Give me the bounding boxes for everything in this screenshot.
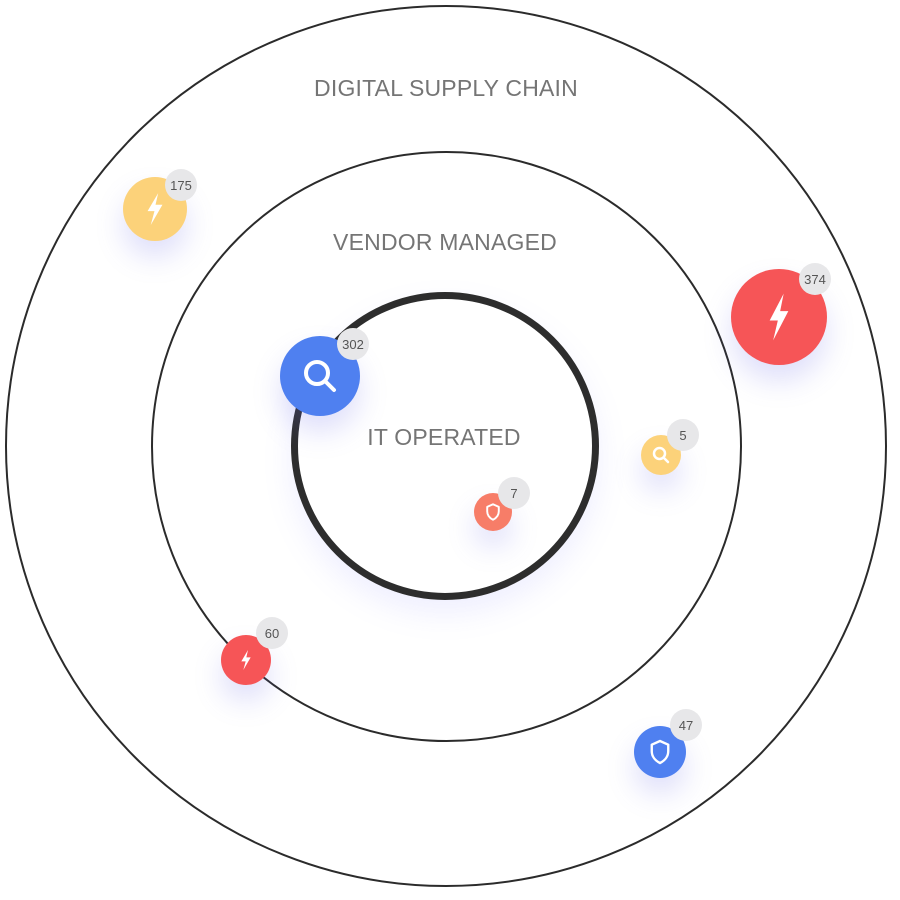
search-icon [304, 360, 336, 392]
ring-label-vendor-managed: VENDOR MANAGED [333, 229, 557, 255]
count-badge: 47 [670, 709, 702, 741]
search-icon [652, 446, 670, 464]
ring-digital-supply-chain [5, 5, 887, 887]
count-badge: 302 [337, 328, 369, 360]
count-badge: 374 [799, 263, 831, 295]
count-badge: 60 [256, 617, 288, 649]
count-badge: 5 [667, 419, 699, 451]
ring-label-it-operated: IT OPERATED [367, 424, 521, 450]
count-badge: 7 [498, 477, 530, 509]
ring-label-digital-supply-chain: DIGITAL SUPPLY CHAIN [314, 75, 578, 101]
lightning-icon [241, 650, 251, 670]
shield-icon [486, 503, 500, 521]
shield-icon [650, 739, 670, 765]
ring-vendor-managed [151, 151, 742, 742]
lightning-icon [147, 193, 163, 225]
lightning-icon [769, 293, 789, 341]
count-badge: 175 [165, 169, 197, 201]
ring-it-operated [291, 292, 599, 600]
